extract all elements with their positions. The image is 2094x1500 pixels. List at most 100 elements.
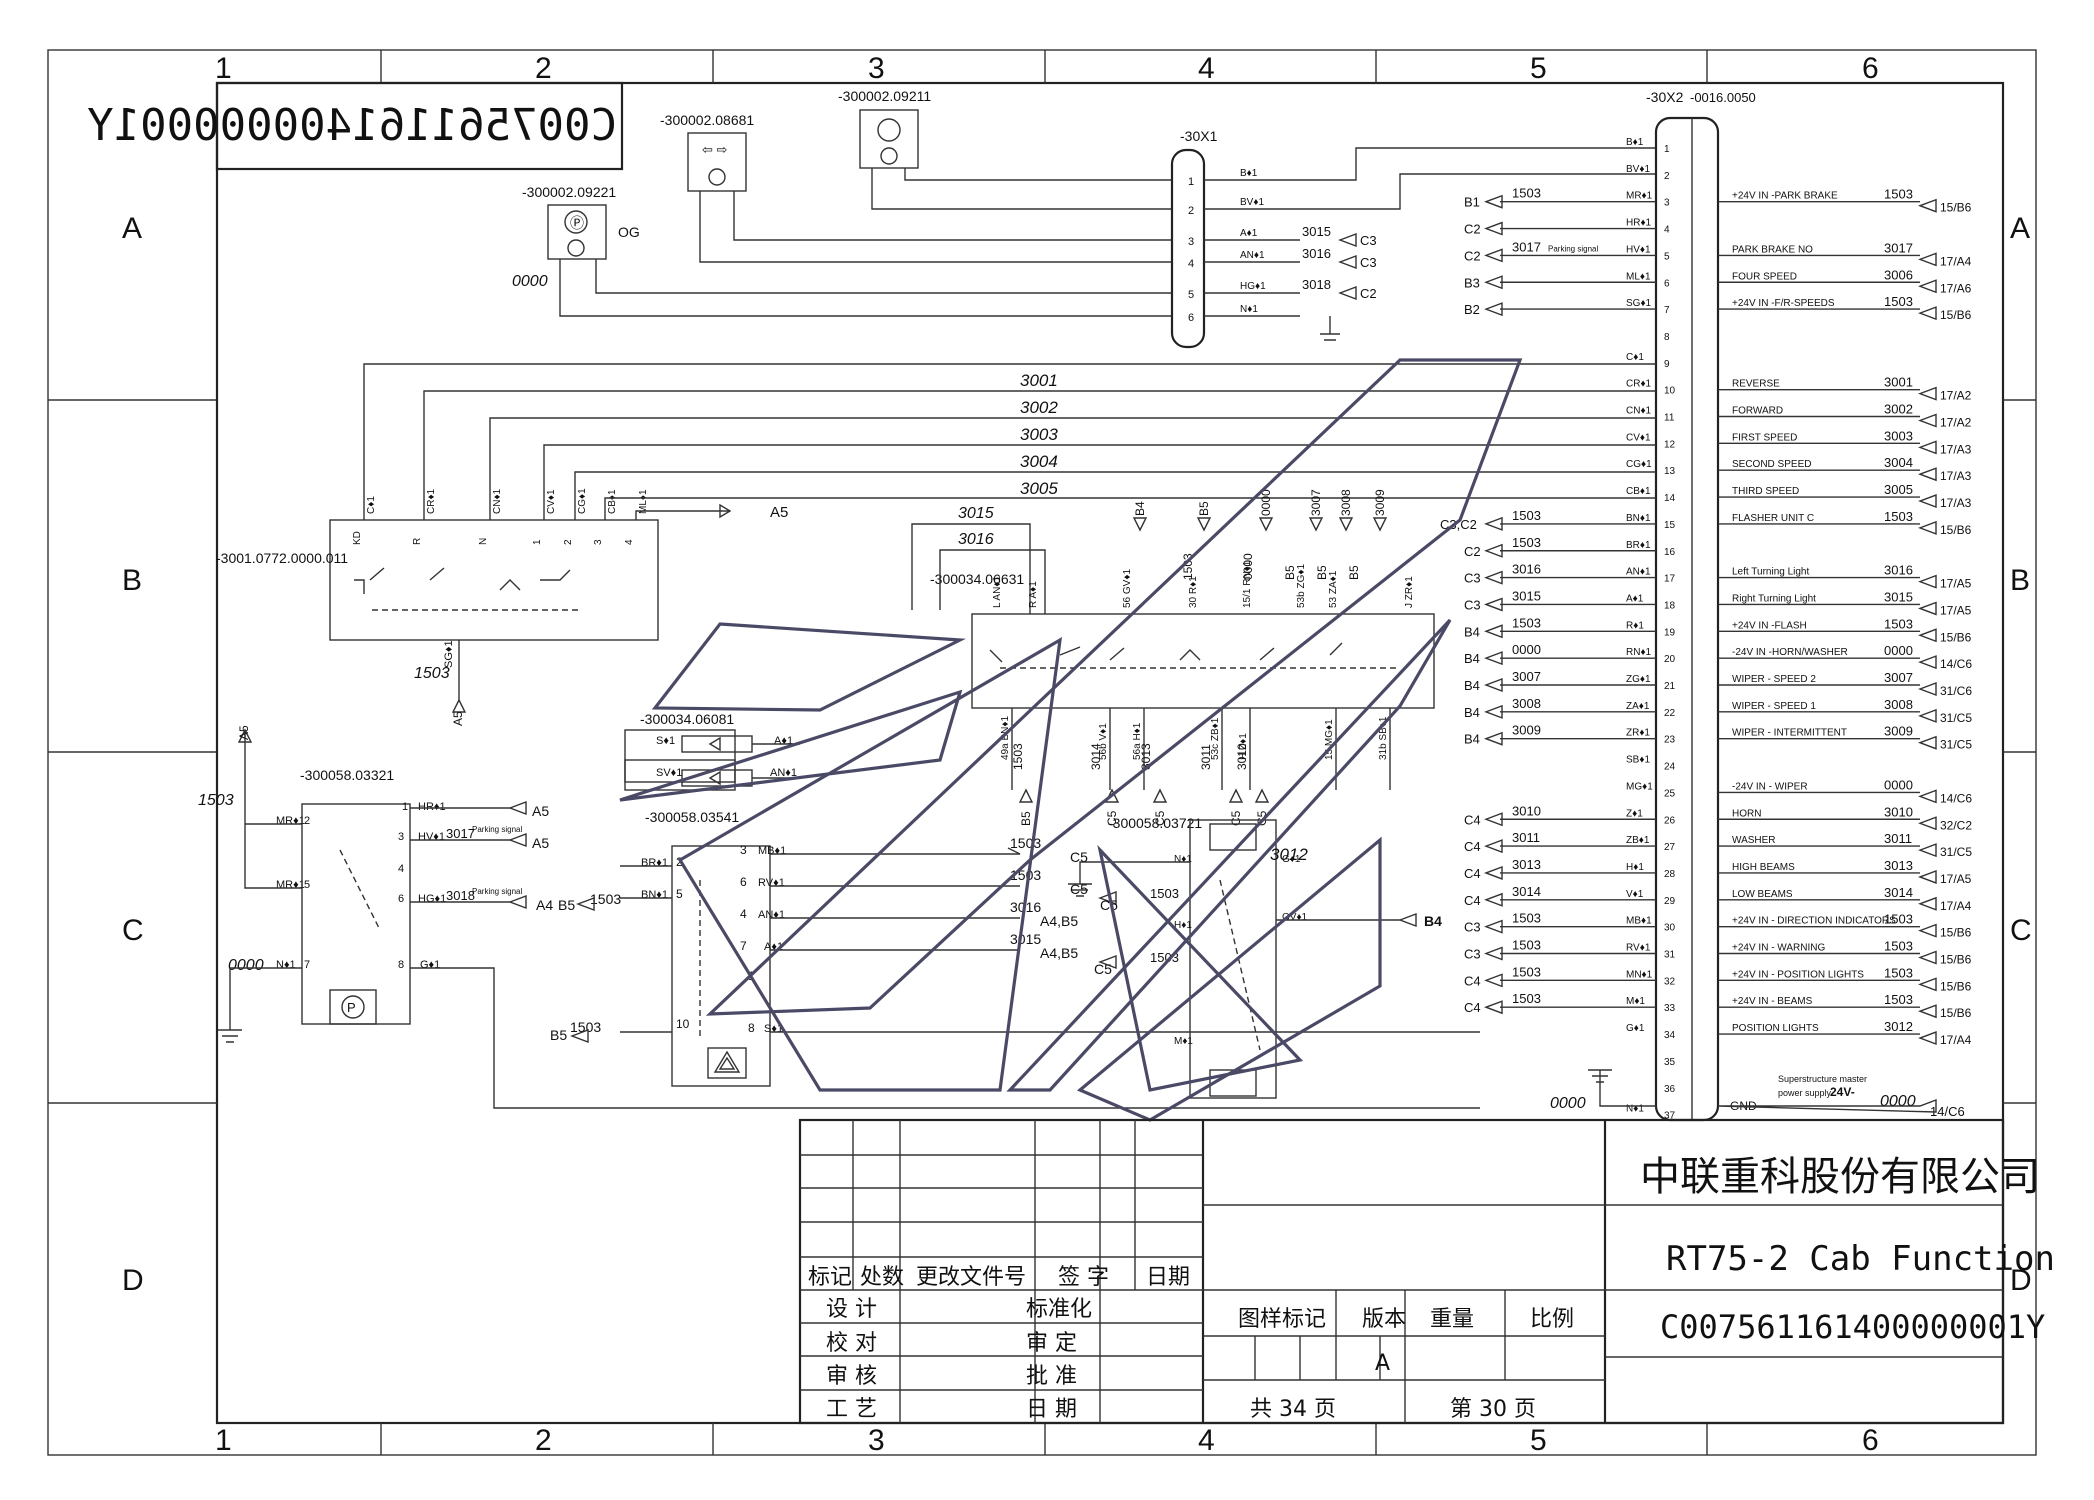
x2-wire-name: MB♦1 (1626, 916, 1652, 927)
svg-text:N♦1: N♦1 (276, 959, 296, 971)
x2-left-arrow (1484, 275, 1503, 290)
x2-left-ref: C4 (1464, 839, 1481, 854)
switch2-top-label: B5 (1197, 501, 1211, 516)
x2-signal-label: FOUR SPEED (1732, 271, 1797, 282)
x2-wire-name: BV♦1 (1626, 164, 1650, 175)
svg-text:A5: A5 (451, 711, 465, 726)
gear-selector-switch: -3001.0772.0000.011 KDC♦1RCR♦1NCN♦11CV♦1… (216, 363, 1656, 726)
x2-pin-number: 27 (1664, 842, 1676, 853)
x2-left-number: 1503 (1512, 964, 1541, 979)
x2-left-number: 1503 (1512, 535, 1541, 550)
switch2-top-pin: 56 GV♦1 (1122, 569, 1133, 608)
x2-signal-ref: 17/A4 (1940, 1033, 1972, 1047)
switch2-bottom-ref: B5 (1019, 811, 1033, 826)
switch2-bottom-pin: 49a BN♦1 (1000, 716, 1011, 760)
bus-numbers: 3001 3002 3003 3004 3005 (1020, 371, 1058, 498)
svg-text:-300058.03541: -300058.03541 (645, 809, 739, 825)
x2-right-arrow (1918, 816, 1937, 831)
x2-wire-name: SB♦1 (1626, 755, 1650, 766)
x2-wire-name: MG♦1 (1626, 781, 1653, 792)
svg-text:Parking signal: Parking signal (472, 825, 522, 834)
svg-text:3002: 3002 (1020, 398, 1058, 417)
drawing-number: C007561161400000001Y (1660, 1308, 2045, 1346)
svg-text:HV♦1: HV♦1 (418, 831, 445, 843)
x2-wire-name: ZA♦1 (1626, 701, 1650, 712)
x2-signal-ref: 15/B6 (1940, 308, 1972, 322)
x2-signal-label: SECOND SPEED (1732, 459, 1811, 470)
x2-left-number: 3013 (1512, 857, 1541, 872)
svg-text:MR♦1: MR♦1 (276, 815, 305, 827)
switch1-wire: CR♦1 (426, 488, 437, 514)
svg-text:3001: 3001 (1020, 371, 1058, 390)
switch2-bottom-pin: 56b V♦1 (1098, 723, 1109, 760)
x2-signal-label: +24V IN - DIRECTION INDICATORS (1732, 916, 1896, 927)
row-label-left: A (122, 212, 142, 245)
svg-text:3: 3 (740, 843, 747, 857)
svg-text:1503: 1503 (1150, 950, 1179, 965)
svg-text:BR♦1: BR♦1 (641, 857, 668, 869)
x1-wire-number: 3016 (1302, 246, 1331, 261)
x2-wire-name: H♦1 (1626, 862, 1644, 873)
col-label-bottom: 6 (1862, 1424, 1879, 1457)
x1-pin-number: 3 (1188, 236, 1194, 248)
svg-text:6: 6 (740, 875, 747, 889)
drawing-title: RT75-2 Cab Function (1666, 1239, 2055, 1279)
switch2-top-arrow (1132, 517, 1148, 532)
x2-pin-number: 7 (1664, 305, 1670, 316)
x2-signal-label: WIPER - INTERMITTENT (1732, 728, 1847, 739)
svg-text:1503: 1503 (1010, 835, 1041, 851)
x2-wire-name: R♦1 (1626, 620, 1644, 631)
x2-left-arrow (1484, 731, 1503, 746)
x2-signal-ref: 17/A4 (1940, 254, 1972, 268)
switch2-bottom-ref: C5 (1229, 810, 1243, 826)
x2-pin-number: 14 (1664, 493, 1676, 504)
switch2-bottom-number: 3010 (1235, 743, 1249, 770)
park-brake-switch: -300058.03321 P MR♦1 MR♦1 N♦1 HR♦1 HV♦1 … (198, 725, 1480, 1109)
x2-pin-number: 23 (1664, 735, 1676, 746)
x2-wire-name: A♦1 (1626, 593, 1644, 604)
x2-signal-label: FIRST SPEED (1732, 432, 1797, 443)
x2-left-number: 3011 (1512, 830, 1540, 845)
connector-x2: -30X2 -0016.0050 1B♦12BV♦13MR♦14HR♦15HV♦… (1440, 89, 1972, 1122)
x2-left-arrow (1484, 892, 1503, 907)
svg-text:AN♦1: AN♦1 (770, 767, 797, 779)
svg-text:标记: 标记 (808, 1265, 852, 1290)
x2-left-number: 3009 (1512, 723, 1541, 738)
svg-text:3016: 3016 (958, 531, 994, 548)
x2-wire-name: CV♦1 (1626, 432, 1651, 443)
svg-text:BN♦1: BN♦1 (641, 889, 668, 901)
x2-signal-number: 1503 (1884, 992, 1913, 1007)
svg-text:1503: 1503 (1150, 886, 1179, 901)
x1-pin-number: 2 (1188, 205, 1194, 217)
x2-pin-number: 11 (1664, 413, 1675, 424)
x2-wire-name: MR♦1 (1626, 191, 1653, 202)
svg-text:Ⓟ: Ⓟ (570, 215, 584, 231)
x2-left-arrow (1484, 651, 1503, 666)
x2-wire-name: CG♦1 (1626, 459, 1652, 470)
switch1-wire: CV♦1 (546, 489, 557, 514)
x2-signal-ref: 15/B6 (1940, 630, 1972, 644)
switch2-bottom-number: 3013 (1139, 743, 1153, 770)
grid-ticks (48, 50, 2036, 1455)
x2-left-arrow (1484, 973, 1503, 988)
svg-text:P: P (347, 1000, 356, 1015)
x2-right-arrow (1918, 708, 1937, 723)
x1-pin-number: 5 (1188, 289, 1194, 301)
switch1-wire: CN♦1 (492, 488, 503, 514)
svg-text:A5: A5 (532, 803, 549, 819)
switch2-top-pin: 53 ZA♦1 (1328, 570, 1339, 608)
svg-text:3004: 3004 (1020, 452, 1058, 471)
switch1-wire: CG♦1 (577, 488, 588, 514)
switch2-bottom-ref: C5 (1153, 810, 1167, 826)
switch2-bottom-number: 3011 (1199, 744, 1213, 770)
col-label-bottom: 4 (1198, 1424, 1215, 1457)
x2-right-arrow (1918, 923, 1937, 938)
svg-text:B4: B4 (1424, 913, 1442, 929)
switch2-top-label: B4 (1133, 501, 1147, 516)
x2-signal-number: 3012 (1884, 1019, 1913, 1034)
svg-text:-3001.0772.0000.011: -3001.0772.0000.011 (216, 550, 348, 566)
col-label-top: 4 (1198, 52, 1215, 85)
x1-pin-number: 4 (1188, 258, 1194, 270)
x2-pin-number: 20 (1664, 654, 1676, 665)
x2-signal-label: LOW BEAMS (1732, 889, 1793, 900)
